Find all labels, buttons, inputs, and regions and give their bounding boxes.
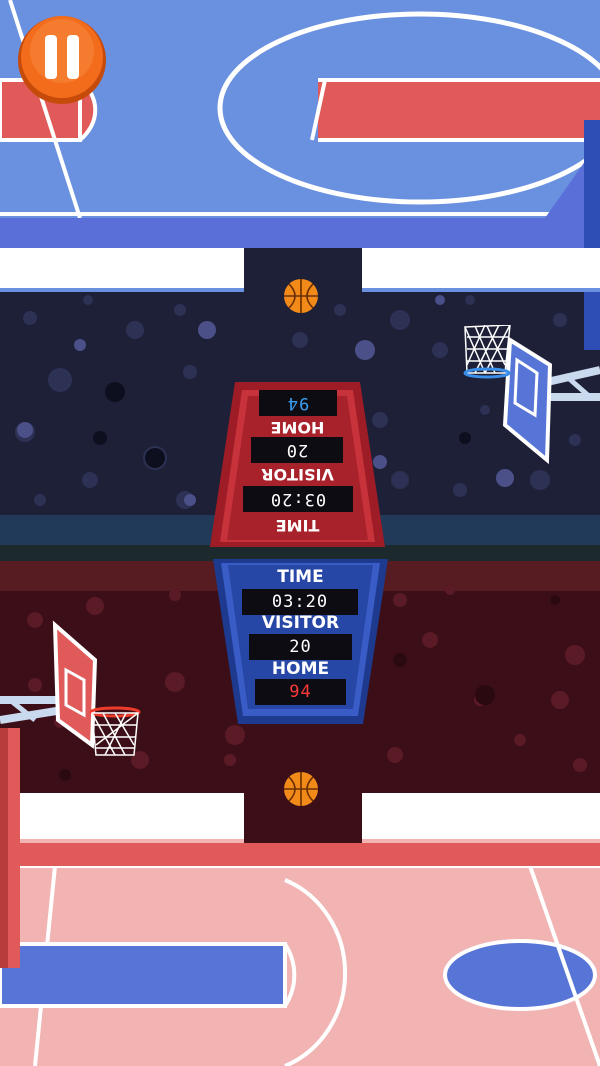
scoreboard-bottom: TIME 03:20 VISITOR 20 HOME 94 [213, 559, 388, 724]
time-value: 03:20 [242, 589, 358, 615]
time-label: TIME [277, 567, 324, 587]
visitor-label: VISITOR [261, 465, 334, 484]
scoreboard-top: TIME 03:20 VISITOR 20 HOME 94 [210, 382, 385, 547]
pause-icon [18, 16, 106, 104]
basketball-hoop-icon [463, 325, 600, 465]
home-label: HOME [271, 659, 330, 679]
home-score: 94 [259, 390, 337, 416]
time-value: 03:20 [243, 486, 353, 512]
basketball-icon [284, 772, 318, 806]
visitor-label: VISITOR [261, 613, 340, 633]
pause-button[interactable] [17, 15, 107, 105]
visitor-score: 20 [251, 437, 343, 463]
basketball-hoop-icon [0, 620, 141, 756]
time-label: TIME [275, 516, 320, 535]
basketball-icon [284, 279, 318, 313]
crowd-dots-bottom [27, 585, 587, 772]
home-score: 94 [255, 679, 346, 705]
home-label: HOME [270, 418, 325, 437]
visitor-score: 20 [249, 634, 352, 660]
